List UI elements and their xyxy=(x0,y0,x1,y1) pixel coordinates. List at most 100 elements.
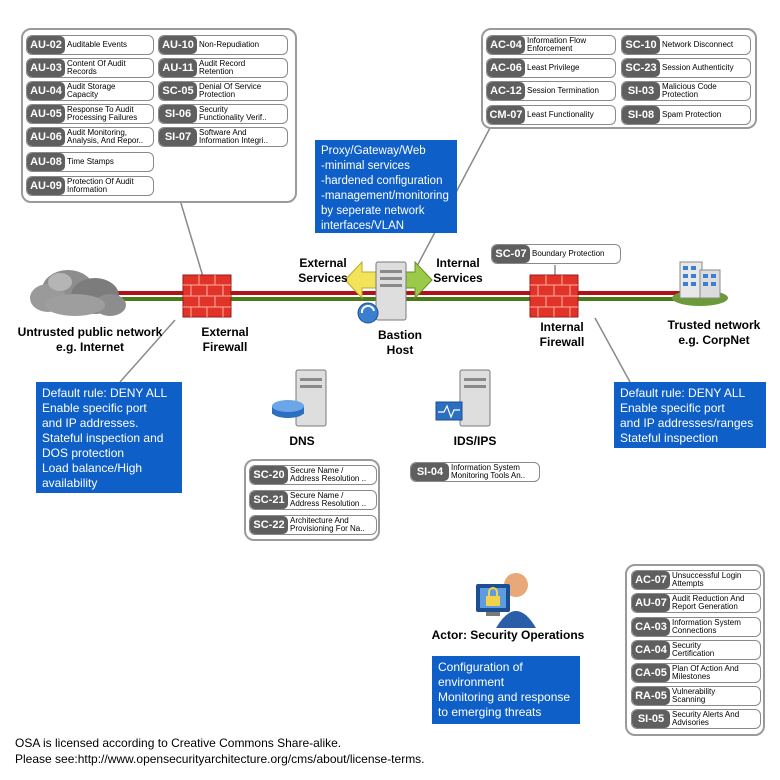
external-firewall-label: External Firewall xyxy=(201,325,249,354)
control-code: AU-10 xyxy=(159,36,197,54)
control-code: AC-12 xyxy=(487,82,525,100)
control-code: CA-04 xyxy=(632,641,670,659)
external-firewall-icon xyxy=(182,274,232,318)
control-name: Plan Of Action And Milestones xyxy=(672,663,739,681)
control-name: Audit Record Retention xyxy=(199,58,246,76)
dns-server-icon xyxy=(272,369,327,427)
control-code: SI-08 xyxy=(622,106,660,124)
control-name: Security Certification xyxy=(672,640,715,658)
bastion-host-server-icon xyxy=(357,261,407,324)
control-code: SI-03 xyxy=(622,82,660,100)
control-code: AU-03 xyxy=(27,59,65,77)
control-name: Security Functionality Verif.. xyxy=(199,104,267,122)
control-code: SC-23 xyxy=(622,59,660,77)
control-code: CA-03 xyxy=(632,618,670,636)
control-name: Unsuccessful Login Attempts xyxy=(672,570,742,588)
control-code: AU-04 xyxy=(27,82,65,100)
internal-firewall-rule-note: Default rule: DENY ALL Enable specific p… xyxy=(614,382,766,448)
trusted-network-label: Trusted network e.g. CorpNet xyxy=(667,318,761,347)
control-code: SI-05 xyxy=(632,710,670,728)
actor-label: Actor: Security Operations xyxy=(431,628,585,642)
bastion-host-label: Bastion Host xyxy=(377,328,422,357)
control-name: Denial Of Service Protection xyxy=(199,81,262,99)
control-name: Least Functionality xyxy=(527,109,594,119)
license-line-1: OSA is licensed according to Creative Co… xyxy=(15,736,342,750)
control-code: SC-10 xyxy=(622,36,660,54)
connector-line xyxy=(594,317,631,383)
control-name: Network Disconnect xyxy=(662,39,734,49)
control-code: SC-05 xyxy=(159,82,197,100)
control-name: Audit Storage Capacity xyxy=(67,81,116,99)
ids-server-icon xyxy=(435,369,491,427)
ids-ips-label: IDS/IPS xyxy=(453,434,497,448)
control-name: Session Termination xyxy=(527,85,599,95)
internal-services-label: Internal Services xyxy=(433,256,483,285)
control-name: Time Stamps xyxy=(67,156,114,166)
control-name: Boundary Protection xyxy=(532,248,605,258)
control-name: Session Authenticity xyxy=(662,62,734,72)
control-code: RA-05 xyxy=(632,687,670,705)
control-name: Information System Connections xyxy=(672,617,741,635)
control-code: SI-07 xyxy=(159,128,197,146)
control-name: Protection Of Audit Information xyxy=(67,176,134,194)
control-name: Response To Audit Processing Failures xyxy=(67,104,138,122)
control-name: Secure Name / Address Resolution .. xyxy=(290,490,367,508)
control-name: Non-Repudiation xyxy=(199,39,260,49)
building-icon xyxy=(672,261,728,306)
security-operations-note: Configuration of environment Monitoring … xyxy=(432,656,580,724)
control-name: Information Flow Enforcement xyxy=(527,35,587,53)
control-name: Audit Monitoring, Analysis, And Repor.. xyxy=(67,127,144,145)
control-code: SC-20 xyxy=(250,466,288,484)
control-code: AU-07 xyxy=(632,594,670,612)
control-name: Auditable Events xyxy=(67,39,128,49)
internal-firewall-icon xyxy=(529,274,579,318)
control-code: AU-05 xyxy=(27,105,65,123)
control-code: AU-02 xyxy=(27,36,65,54)
connector-line xyxy=(119,319,176,383)
control-name: Security Alerts And Advisories xyxy=(672,709,740,727)
control-name: Content Of Audit Records xyxy=(67,58,126,76)
control-code: AU-09 xyxy=(27,177,65,195)
security-operations-actor-icon xyxy=(476,573,536,628)
external-services-label: External Services xyxy=(298,256,348,285)
dns-label: DNS xyxy=(289,434,315,448)
control-code: SC-22 xyxy=(250,516,288,534)
external-firewall-rule-note: Default rule: DENY ALL Enable specific p… xyxy=(36,382,182,493)
control-code: CM-07 xyxy=(487,106,525,124)
control-code: AU-08 xyxy=(27,153,65,171)
control-code: AU-11 xyxy=(159,59,197,77)
